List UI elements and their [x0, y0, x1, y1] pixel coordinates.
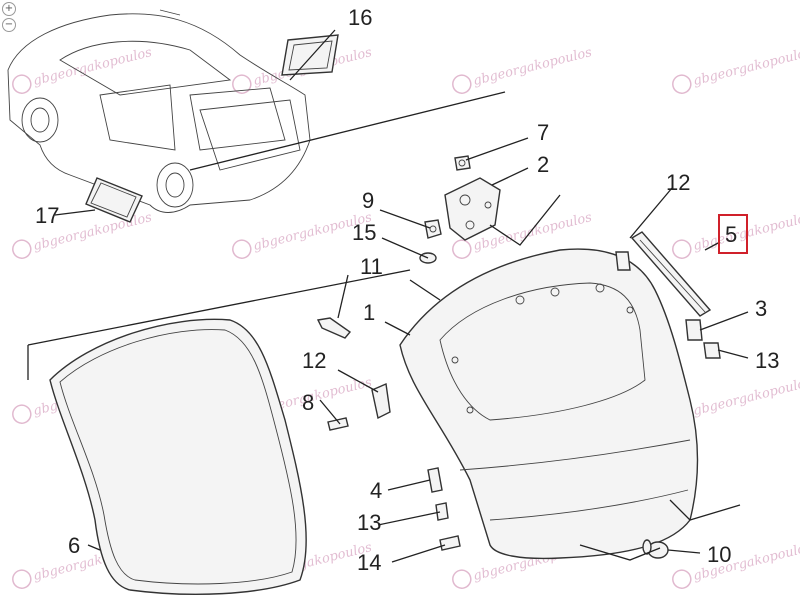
- callout-9: 9: [362, 188, 374, 213]
- part-6-seal: [49, 318, 307, 596]
- callout-17: 17: [35, 203, 59, 228]
- callout-6: 6: [68, 533, 80, 558]
- watermark-logo-icon: [12, 239, 32, 259]
- watermark-logo-icon: [12, 569, 32, 589]
- car-overview-illustration: [7, 9, 311, 213]
- zoom-controls: + −: [2, 2, 16, 32]
- watermark-logo-icon: [232, 239, 252, 259]
- watermark-0: gbgeorgakopoulos: [12, 45, 154, 94]
- callout-12-top: 12: [666, 170, 690, 195]
- callout-14: 14: [357, 550, 381, 575]
- part-12-bracket-right: [615, 251, 631, 271]
- watermark-logo-icon: [232, 74, 252, 94]
- part-9-nut: [424, 219, 442, 239]
- callout-7: 7: [537, 120, 549, 145]
- part-14-stop: [439, 535, 461, 551]
- part-2-hinge: [444, 177, 501, 241]
- part-17-panel: [85, 177, 143, 223]
- part-7-bolt: [454, 155, 471, 171]
- part-3-bracket: [685, 319, 703, 341]
- watermark-logo-icon: [672, 569, 692, 589]
- watermark-logo-icon: [12, 404, 32, 424]
- zoom-out-icon[interactable]: −: [2, 18, 16, 32]
- watermark-15: gbgeorgakopoulos: [672, 540, 800, 589]
- zoom-in-icon[interactable]: +: [2, 2, 16, 16]
- watermark-text: gbgeorgakopoulos: [472, 45, 594, 89]
- callout-3: 3: [755, 296, 767, 321]
- watermark-text: gbgeorgakopoulos: [692, 375, 800, 419]
- callout-10: 10: [707, 542, 731, 567]
- callout-13-right: 13: [755, 348, 779, 373]
- part-5-gas-strut: [630, 231, 712, 317]
- part-1-tailgate: [399, 248, 699, 560]
- callout-1: 1: [363, 300, 375, 325]
- callout-8: 8: [302, 390, 314, 415]
- divider-line-top: [189, 91, 506, 171]
- watermark-text: gbgeorgakopoulos: [32, 45, 154, 89]
- leader-lines: [54, 29, 749, 563]
- part-13-bumper-left: [435, 502, 449, 521]
- part-10-cap: [642, 539, 669, 559]
- part-4-clip: [427, 467, 443, 493]
- part-12-bracket-left: [371, 382, 391, 420]
- watermark-logo-icon: [12, 74, 32, 94]
- watermark-logo-icon: [672, 239, 692, 259]
- watermark-2: gbgeorgakopoulos: [452, 45, 594, 94]
- part-13-bumper-right: [703, 342, 721, 359]
- callout-4: 4: [370, 478, 382, 503]
- callout-15: 15: [352, 220, 376, 245]
- watermark-logo-icon: [452, 74, 472, 94]
- watermark-text: gbgeorgakopoulos: [692, 210, 800, 254]
- callout-5: 5: [725, 222, 737, 247]
- callout-16: 16: [348, 5, 372, 30]
- callout-5-highlight-box: [718, 214, 748, 254]
- callout-11: 11: [360, 254, 383, 279]
- watermark-logo-icon: [672, 74, 692, 94]
- part-16-panel: [281, 34, 339, 76]
- callout-13-left: 13: [357, 510, 381, 535]
- watermark-3: gbgeorgakopoulos: [672, 45, 800, 94]
- watermark-logo-icon: [452, 569, 472, 589]
- watermark-logo-icon: [452, 239, 472, 259]
- part-11-pin: [316, 317, 352, 339]
- callout-layer: 1 2 3 4 5 6 7 8 9 10 11 12 12 13 13 14 1…: [35, 5, 779, 575]
- part-8-bolt: [327, 417, 349, 431]
- callout-12-left: 12: [302, 348, 326, 373]
- watermark-text: gbgeorgakopoulos: [692, 45, 800, 89]
- callout-2: 2: [537, 152, 549, 177]
